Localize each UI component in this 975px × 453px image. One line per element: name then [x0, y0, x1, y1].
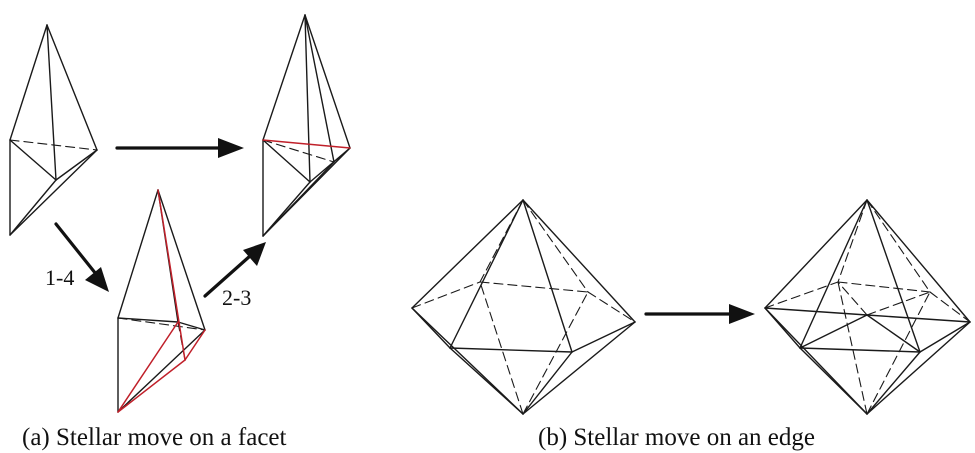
octahedron-after-edge-move — [764, 199, 971, 415]
arrow-2-3 — [203, 242, 266, 298]
arrow-edge-move — [644, 304, 755, 324]
caption-a: (a) Stellar move on a facet — [22, 424, 287, 451]
bipyramid-original — [9, 24, 98, 236]
move-1-4-label: 1-4 — [45, 265, 74, 290]
bipyramid-after-2-3 — [262, 14, 351, 237]
move-2-3-label: 2-3 — [222, 285, 251, 310]
bipyramid-after-1-4 — [117, 189, 206, 413]
arrow-direct — [115, 138, 244, 158]
octahedron-original — [411, 199, 636, 415]
arrow-1-4 — [54, 222, 109, 292]
caption-b: (b) Stellar move on an edge — [538, 424, 815, 451]
